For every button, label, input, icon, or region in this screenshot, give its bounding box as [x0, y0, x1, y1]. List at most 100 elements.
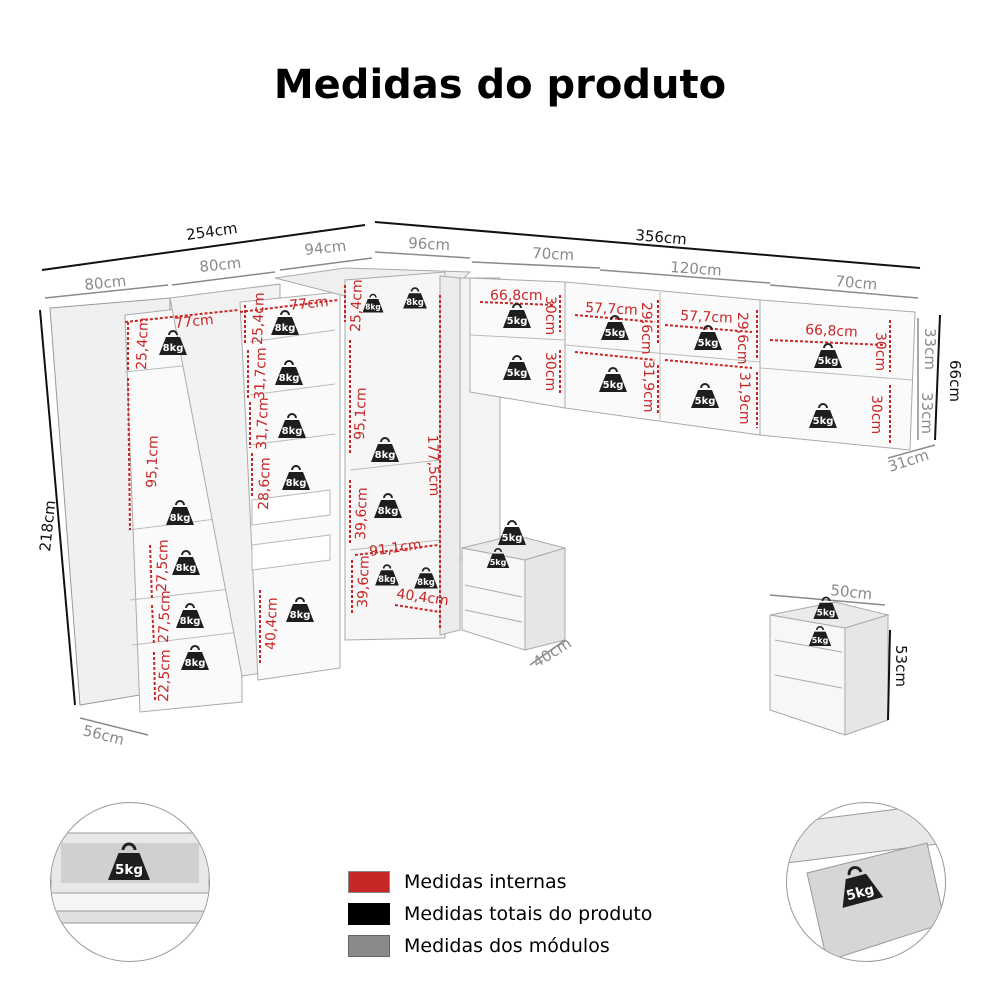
svg-text:5kg: 5kg: [115, 862, 143, 878]
m4-width-label: 96cm: [408, 234, 451, 254]
weight-icon: 5kg: [813, 343, 843, 369]
a2-label: 25,4cm: [134, 317, 152, 370]
weight-icon: 8kg: [274, 360, 304, 386]
b2-label: 25,4cm: [250, 292, 268, 345]
weight-icon: 5kg: [106, 842, 152, 882]
weight-icon: 5kg: [693, 325, 723, 351]
nightstand-2: [769, 601, 890, 736]
g2-label: 30cm: [872, 332, 888, 371]
m7-width-label: 70cm: [835, 272, 878, 294]
c5-label: 91,1cm: [368, 537, 422, 560]
m5-width-label: 70cm: [532, 244, 575, 264]
svg-text:8kg: 8kg: [406, 298, 424, 308]
a1-label: 77cm: [174, 312, 215, 332]
total-height-label: 218cm: [36, 499, 59, 552]
svg-text:5kg: 5kg: [502, 533, 523, 544]
svg-text:8kg: 8kg: [378, 575, 396, 585]
m1-width-label: 80cm: [84, 272, 128, 294]
svg-text:8kg: 8kg: [417, 578, 435, 588]
weight-icon: 8kg: [165, 500, 195, 526]
svg-text:8kg: 8kg: [378, 506, 399, 517]
svg-text:5kg: 5kg: [603, 380, 624, 391]
legend: Medidas internas Medidas totais do produ…: [348, 866, 652, 962]
svg-text:8kg: 8kg: [290, 610, 311, 621]
total-width-right-label: 356cm: [635, 226, 688, 248]
weight-icon: 8kg: [285, 597, 315, 623]
weight-icon: 5kg: [600, 315, 630, 341]
weight-icon: 8kg: [175, 603, 205, 629]
weight-icon: 5kg: [502, 355, 532, 381]
wall-height-label: 66cm: [946, 360, 964, 402]
svg-text:8kg: 8kg: [170, 513, 191, 524]
d3-label: 30cm: [542, 352, 558, 391]
weight-icon: 5kg: [812, 596, 840, 620]
weight-icon: 8kg: [374, 564, 400, 587]
svg-text:8kg: 8kg: [286, 478, 307, 489]
weight-icon: 5kg: [485, 547, 511, 569]
module-dimension-lines: [44, 251, 936, 736]
legend-swatch: [348, 871, 390, 893]
weight-badges-5kg: 5kg 5kg 5kg 5kg 5kg 5kg 5kg 5kg 5kg 5kg …: [485, 303, 843, 647]
e1-label: 57,7cm: [585, 300, 638, 319]
b6-label: 40,4cm: [263, 597, 281, 650]
weight-icon: 8kg: [373, 493, 403, 519]
weight-icon: 8kg: [361, 293, 385, 314]
svg-text:5kg: 5kg: [605, 328, 626, 339]
legend-label: Medidas internas: [404, 871, 567, 893]
legend-item-total: Medidas totais do produto: [348, 898, 652, 930]
d2-label: 30cm: [542, 296, 558, 335]
internal-dimension-labels: 77cm 25,4cm 95,1cm 27,5cm 27,5cm 22,5cm …: [134, 279, 888, 702]
svg-text:8kg: 8kg: [163, 343, 184, 354]
svg-text:5kg: 5kg: [490, 558, 507, 567]
svg-text:8kg: 8kg: [282, 426, 303, 437]
wall-h1-label: 33cm: [921, 328, 939, 370]
legend-label: Medidas totais do produto: [404, 903, 653, 925]
m3-width-label: 94cm: [304, 237, 348, 259]
e2-label: 29,6cm: [638, 302, 654, 355]
svg-text:5kg: 5kg: [818, 356, 839, 367]
c2-label: 95,1cm: [352, 387, 370, 440]
svg-text:8kg: 8kg: [365, 303, 381, 312]
weight-icon: 5kg: [497, 520, 527, 546]
weight-icon: 8kg: [270, 310, 300, 336]
total-dimension-lines: [39, 221, 941, 721]
nightstand-1: [461, 534, 567, 651]
c3-label: 177,5cm: [424, 435, 442, 497]
svg-text:5kg: 5kg: [845, 881, 876, 904]
svg-text:8kg: 8kg: [275, 323, 296, 334]
svg-text:8kg: 8kg: [176, 563, 197, 574]
svg-text:5kg: 5kg: [507, 316, 528, 327]
svg-text:5kg: 5kg: [507, 368, 528, 379]
drawer-detail-left: 5kg: [50, 802, 210, 962]
f1-label: 57,7cm: [680, 308, 733, 327]
c6-label: 39,6cm: [355, 555, 373, 608]
weight-icon: 5kg: [831, 860, 885, 910]
c4-label: 39,6cm: [353, 487, 371, 540]
svg-text:8kg: 8kg: [279, 373, 300, 384]
legend-label: Medidas dos módulos: [404, 935, 610, 957]
svg-text:5kg: 5kg: [813, 416, 834, 427]
legend-swatch: [348, 935, 390, 957]
nightstand-height-label: 53cm: [892, 645, 910, 687]
legend-item-modules: Medidas dos módulos: [348, 930, 652, 962]
weight-icon: 5kg: [502, 303, 532, 329]
m6-width-label: 120cm: [670, 258, 723, 280]
svg-text:5kg: 5kg: [698, 338, 719, 349]
a4-label: 27,5cm: [154, 539, 172, 592]
svg-text:5kg: 5kg: [812, 636, 829, 645]
svg-text:5kg: 5kg: [695, 396, 716, 407]
b5-label: 28,6cm: [256, 457, 274, 510]
a3-label: 95,1cm: [144, 435, 162, 488]
m2-width-label: 80cm: [199, 254, 243, 276]
weight-icon: 8kg: [180, 645, 210, 671]
weight-icon: 8kg: [171, 550, 201, 576]
svg-text:8kg: 8kg: [185, 658, 206, 669]
weight-icon: 5kg: [690, 383, 720, 409]
weight-icon: 8kg: [281, 465, 311, 491]
svg-text:8kg: 8kg: [180, 616, 201, 627]
weight-badges-8kg: 8kg 8kg 8kg 8kg 8kg 8kg 8kg 8kg 8kg 8kg …: [158, 287, 439, 671]
page-title: Medidas do produto: [273, 62, 727, 108]
g1-label: 66,8cm: [805, 322, 858, 341]
d1-label: 66,8cm: [490, 288, 543, 304]
